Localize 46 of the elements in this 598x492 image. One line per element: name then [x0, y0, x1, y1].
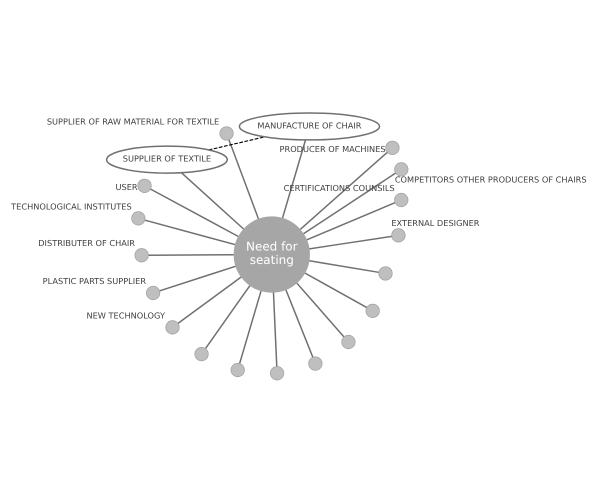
node-circle — [308, 356, 322, 370]
node-ellipse: SUPPLIER OF TEXTILE — [106, 144, 228, 174]
node-circle — [194, 346, 209, 361]
connector — [205, 284, 251, 348]
node-circle — [378, 266, 393, 280]
node-circle: Need for seating — [234, 216, 310, 292]
connector — [208, 136, 265, 150]
connector — [309, 235, 392, 250]
node-label: DISTRIBUTER OF CHAIR — [38, 238, 136, 248]
connector — [228, 139, 260, 219]
node-label: COMPETITORS OTHER PRODUCERS OF CHAIRS — [394, 174, 587, 184]
node-circle — [131, 210, 146, 225]
connector — [238, 290, 262, 364]
node-circle — [134, 248, 149, 262]
node-circle — [341, 334, 356, 349]
node-circle — [270, 366, 284, 380]
connector — [181, 172, 244, 230]
connector — [306, 202, 396, 240]
node-label: USER — [116, 182, 138, 192]
connector — [272, 292, 278, 366]
connector — [150, 188, 239, 237]
node-circle — [394, 192, 408, 207]
node-label: EXTERNAL DESIGNER — [391, 218, 480, 228]
node-label: TECHNOLOGICAL INSTITUTES — [11, 200, 132, 211]
connector — [309, 260, 379, 273]
connector — [148, 254, 234, 256]
connector — [296, 282, 344, 337]
node-circle — [366, 303, 380, 318]
connector — [304, 272, 367, 308]
connector — [144, 218, 236, 245]
node-circle — [230, 362, 245, 377]
node-circle — [137, 178, 152, 192]
node-circle — [385, 140, 400, 154]
connector — [300, 151, 388, 230]
connector — [178, 276, 242, 324]
node-circle — [391, 228, 406, 242]
node-label: NEW TECHNOLOGY — [86, 310, 166, 320]
node-ellipse: MANUFACTURE OF CHAIR — [238, 112, 380, 140]
connector — [160, 265, 236, 292]
connector — [285, 288, 314, 358]
node-circle — [146, 285, 160, 300]
node-circle — [219, 126, 234, 140]
node-label: SUPPLIER OF RAW MATERIAL FOR TEXTILE — [46, 116, 220, 126]
node-circle — [394, 162, 408, 176]
node-label: PLASTIC PARTS SUPPLIER — [42, 275, 146, 286]
node-circle — [165, 320, 180, 334]
